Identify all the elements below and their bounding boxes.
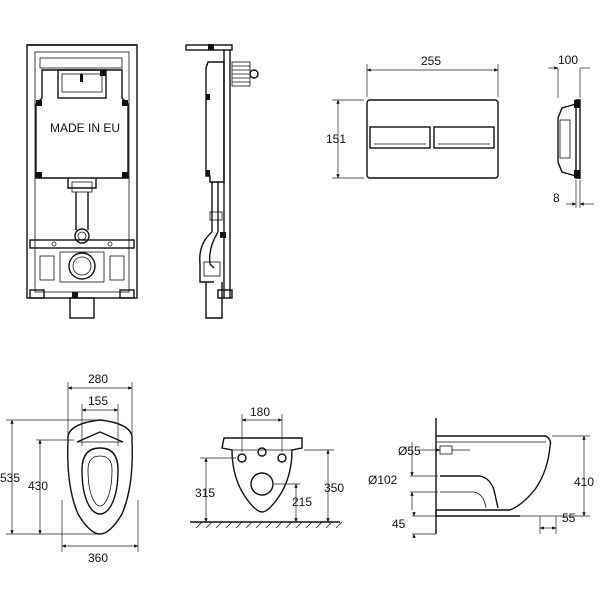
base-offset-label: 45 bbox=[392, 517, 406, 531]
outlet-height-label: 215 bbox=[292, 495, 312, 509]
inlet-height-label: 315 bbox=[195, 486, 215, 500]
bowl-length-label: 535 bbox=[0, 471, 20, 485]
bowl-height-label: 410 bbox=[574, 475, 594, 489]
outlet-offset-label: 55 bbox=[562, 511, 576, 525]
bowl-base-width-label: 360 bbox=[88, 551, 108, 565]
bowl-inner-length-label: 430 bbox=[28, 479, 48, 493]
flush-plate-side-view: 100 8 bbox=[548, 53, 594, 208]
toilet-bowl-side-view: Ø55 Ø102 410 45 55 bbox=[368, 418, 594, 538]
bowl-outer-width-label: 280 bbox=[88, 372, 108, 386]
flush-plate-front-view: 255 151 bbox=[326, 54, 499, 179]
toilet-bowl-front-view: 180 315 215 350 bbox=[190, 405, 344, 529]
fixing-spacing-label: 180 bbox=[250, 405, 270, 419]
flush-plate-width-label: 255 bbox=[421, 54, 441, 68]
installation-frame-front-view: MADE IN EU bbox=[26, 44, 138, 319]
flush-plate-depth-label: 100 bbox=[558, 53, 578, 67]
rim-height-label: 350 bbox=[324, 481, 344, 495]
floor-hatch bbox=[195, 521, 343, 529]
installation-frame-side-view bbox=[185, 44, 259, 319]
outlet-diameter-label: Ø102 bbox=[368, 473, 398, 487]
bowl-inner-width-label: 155 bbox=[88, 394, 108, 408]
toilet-bowl-top-view: 280 155 535 430 360 bbox=[0, 372, 139, 565]
inlet-diameter-label: Ø55 bbox=[398, 444, 421, 458]
frame-label: MADE IN EU bbox=[50, 121, 120, 135]
flush-plate-thickness-label: 8 bbox=[553, 191, 560, 205]
flush-plate-height-label: 151 bbox=[326, 132, 346, 146]
